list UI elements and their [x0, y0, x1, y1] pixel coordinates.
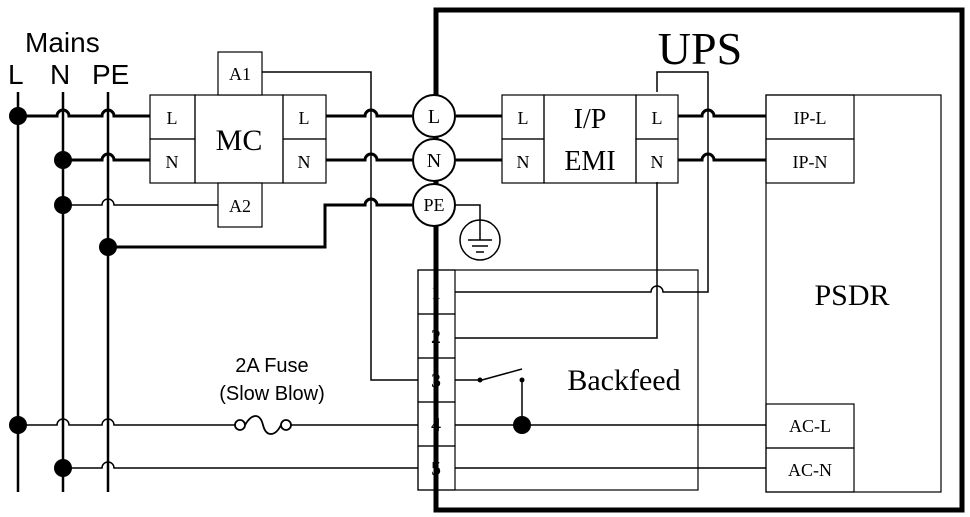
psdr-module	[765, 94, 942, 493]
mc-out-n-label: N	[298, 152, 311, 172]
relay-contact-arm	[481, 368, 523, 381]
wire-emi-n-to-terminal-2	[455, 182, 658, 339]
wire-emi-l-to-terminal-1	[455, 71, 709, 293]
mc-a2-box	[217, 182, 263, 228]
psdr-ac-n-box	[765, 447, 855, 493]
backfeed-label: Backfeed	[567, 364, 680, 397]
backfeed-module	[417, 269, 699, 491]
terminal-l-label: L	[428, 106, 440, 128]
wire-emi-n-to-psdr	[678, 152, 766, 162]
emi-out-l-label: L	[652, 108, 663, 128]
mc-out-n-box	[282, 138, 327, 184]
junction-pe	[99, 238, 117, 256]
psdr-ac-l-label: AC-L	[789, 416, 831, 436]
ups-title: UPS	[658, 23, 742, 74]
wire-n-to-terminal-5	[63, 461, 418, 469]
junction-relay	[513, 416, 531, 434]
ups-enclosure	[433, 7, 965, 513]
mc-a1-box	[217, 51, 263, 96]
terminal-pe	[412, 183, 456, 227]
junction-l-top	[9, 107, 27, 125]
wire-l-to-mc	[18, 108, 150, 118]
terminal-pe-label: PE	[423, 195, 444, 215]
mains-title: Mains	[25, 27, 100, 58]
backfeed-terminal-5-label: 5	[431, 458, 441, 480]
mains-n-label: N	[50, 59, 70, 90]
terminal-l	[412, 94, 456, 138]
fuse-label-line1: 2A Fuse	[235, 355, 308, 377]
fuse-symbol-icon	[234, 415, 292, 435]
wire-pe-to-earth	[456, 204, 481, 220]
relay-contact-dot	[477, 377, 483, 383]
junction-n-mc	[54, 151, 72, 169]
emi-title-line1: I/P	[574, 104, 607, 135]
wire-a1-to-terminal-3	[262, 71, 418, 381]
earth-symbol-icon	[459, 219, 501, 261]
emi-title-line2: EMI	[564, 146, 615, 177]
psdr-ip-l-label: IP-L	[794, 108, 827, 128]
emi-out-n-label: N	[651, 152, 664, 172]
junction-l-fuse	[9, 416, 27, 434]
mains-l-label: L	[8, 59, 24, 90]
terminal-n	[412, 138, 456, 182]
psdr-ac-n-label: AC-N	[788, 460, 832, 480]
emi-filter	[501, 94, 679, 184]
wire-mc-l-out	[326, 108, 412, 118]
emi-in-n-label: N	[517, 152, 530, 172]
backfeed-terminal-4-label: 4	[431, 414, 441, 436]
wires	[18, 71, 766, 469]
junction-n-a2	[54, 196, 72, 214]
wire-l-to-fuse	[18, 418, 236, 426]
junction-n-bottom	[54, 459, 72, 477]
emi-in-l-label: L	[518, 108, 529, 128]
emi-out-n-box	[635, 138, 679, 184]
psdr-name: PSDR	[814, 279, 889, 312]
junctions	[9, 107, 531, 477]
psdr-ip-n-label: IP-N	[793, 152, 828, 172]
mc-a2-label: A2	[229, 196, 251, 216]
psdr-ip-n-box	[765, 138, 855, 184]
backfeed-terminal-1-label: 1	[431, 282, 441, 304]
backfeed-terminal-2-label: 2	[431, 326, 441, 348]
wire-n-to-mc	[63, 152, 150, 162]
terminal-n-label: N	[427, 150, 441, 172]
mc-in-l-label: L	[167, 108, 178, 128]
mc-a1-label: A1	[229, 64, 251, 84]
mains-pe-label: PE	[92, 59, 129, 90]
fuse-label-line2: (Slow Blow)	[219, 383, 325, 405]
wire-pe-to-terminal	[108, 197, 412, 249]
mc-name: MC	[216, 124, 263, 157]
mc-contactor	[149, 51, 327, 228]
wire-n-to-a2	[63, 198, 218, 206]
mc-out-l-label: L	[299, 108, 310, 128]
wire-emi-l-to-psdr	[678, 108, 766, 118]
backfeed-terminal-3-label: 3	[431, 370, 441, 392]
relay-common-dot	[519, 377, 525, 383]
ups-input-terminals	[412, 94, 456, 227]
wire-mc-n-out	[326, 152, 412, 162]
mc-in-n-label: N	[166, 152, 179, 172]
backfeed-terminal-5-box	[417, 445, 456, 491]
